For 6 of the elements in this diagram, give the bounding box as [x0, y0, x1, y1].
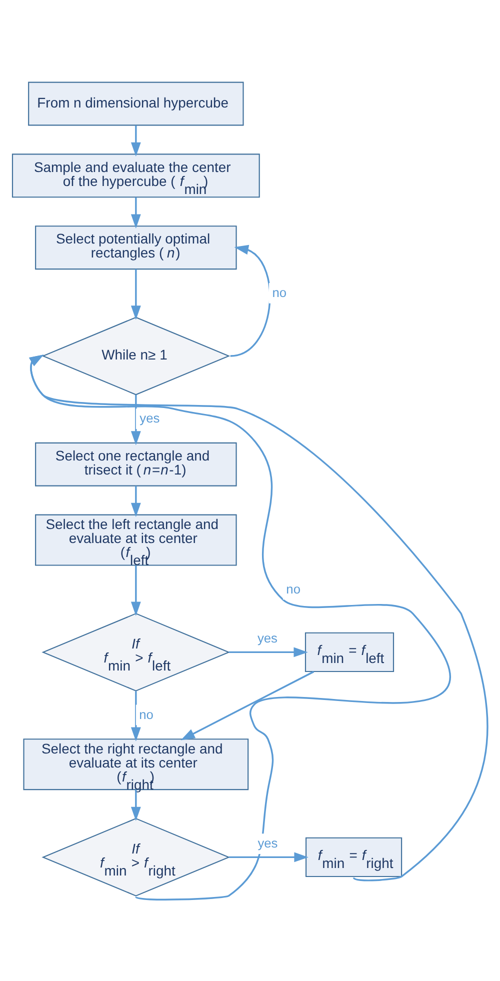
edge-label: yes [257, 630, 278, 646]
edge-label: yes [258, 835, 278, 850]
edge-label: no [139, 706, 154, 722]
edge-label: no [286, 580, 300, 596]
edge-label: yes [140, 410, 160, 426]
edge-label: no [272, 284, 287, 300]
